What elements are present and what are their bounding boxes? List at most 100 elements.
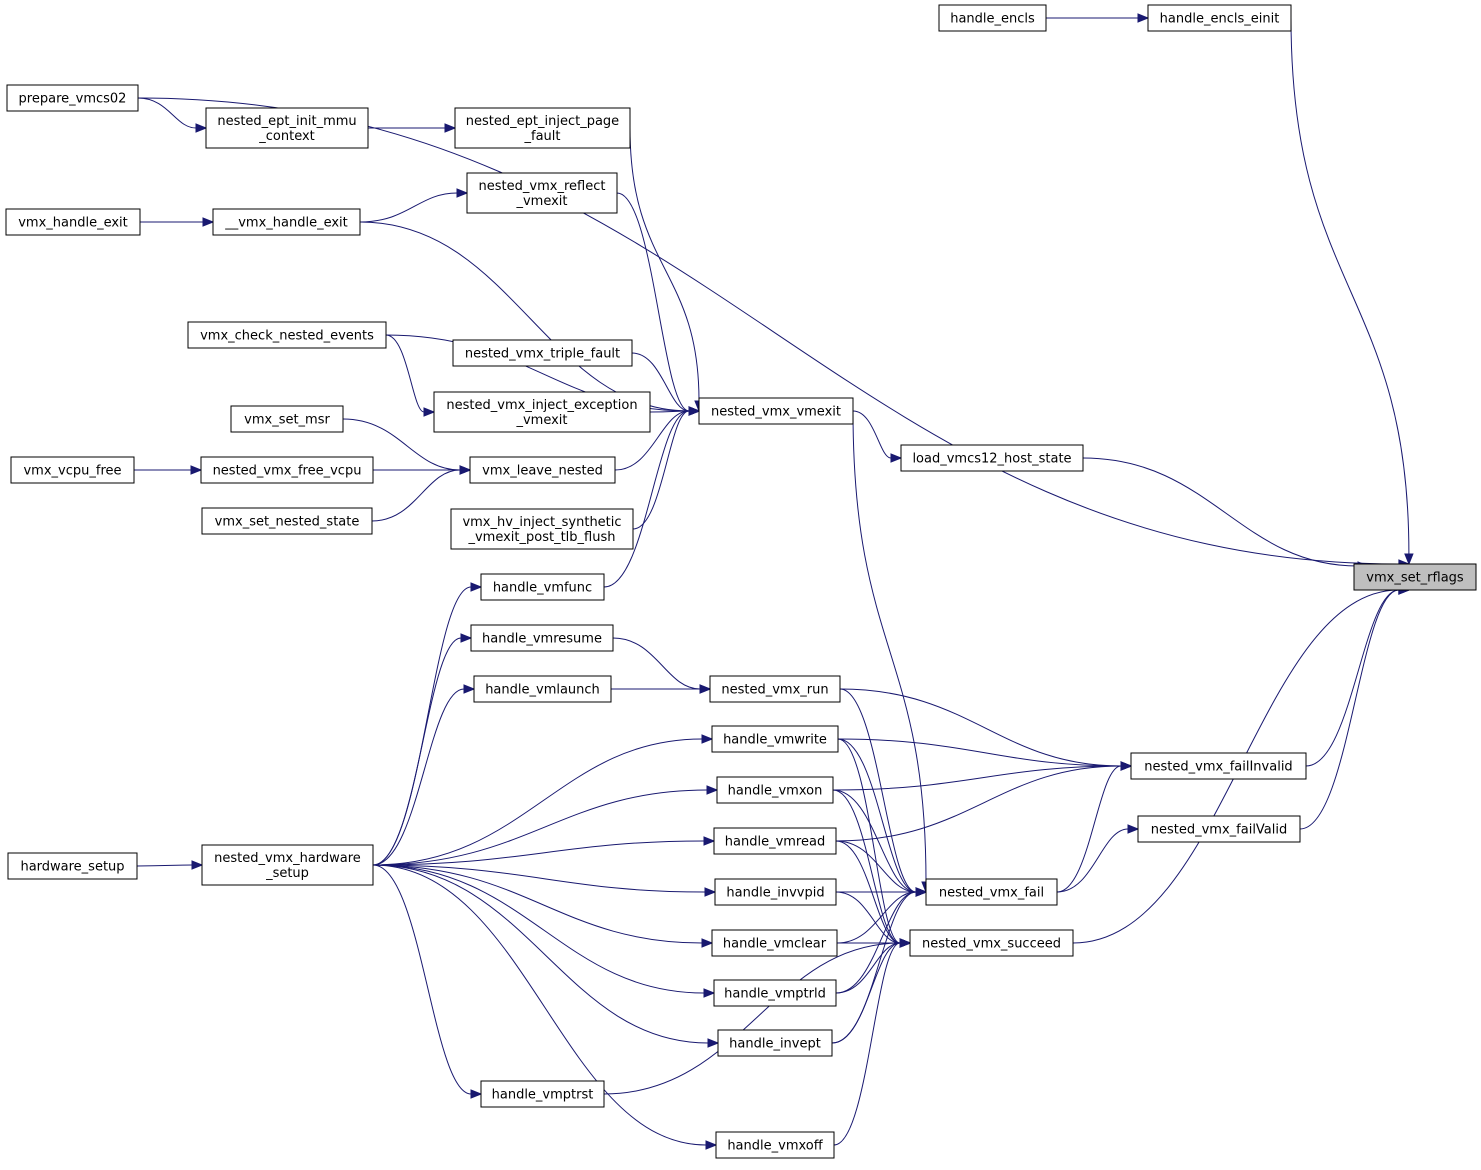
node-nested-vmx-inject-exception-vmexit[interactable]: nested_vmx_inject_exception_vmexit [433, 391, 651, 433]
node-label: nested_vmx_run [721, 683, 828, 698]
node-box[interactable] [1137, 815, 1301, 843]
node-label: nested_vmx_failValid [1151, 823, 1288, 838]
node-nested-vmx-vmexit[interactable]: nested_vmx_vmexit [698, 397, 854, 425]
node-label: handle_vmresume [482, 632, 602, 647]
node-box[interactable] [450, 508, 634, 550]
node-box[interactable] [716, 776, 834, 804]
node-nested-vmx-hardware-setup[interactable]: nested_vmx_hardware_setup [201, 844, 374, 886]
node-box[interactable] [1353, 563, 1477, 591]
node-handle-vmptrst[interactable]: handle_vmptrst [480, 1080, 605, 1108]
arrowhead-nested-vmx-fail-to-nested-vmx-failinvalid [1120, 761, 1133, 771]
node-box[interactable] [201, 507, 373, 535]
node-handle-vmread[interactable]: handle_vmread [713, 827, 837, 855]
node-box[interactable] [480, 1080, 605, 1108]
node-handle-vmlaunch[interactable]: handle_vmlaunch [473, 675, 612, 703]
node-handle-vmwrite[interactable]: handle_vmwrite [711, 725, 839, 753]
node-vmx-leave-nested[interactable]: vmx_leave_nested [469, 456, 616, 484]
node-nested-vmx-free-vcpu[interactable]: nested_vmx_free_vcpu [200, 456, 374, 484]
node-nested-vmx-reflect-vmexit[interactable]: nested_vmx_reflect_vmexit [466, 172, 618, 214]
node-box[interactable] [187, 321, 387, 349]
node-box[interactable] [200, 456, 374, 484]
node-vmx-set-rflags[interactable]: vmx_set_rflags [1353, 563, 1477, 591]
node-nested-ept-inject-page-fault[interactable]: nested_ept_inject_page_fault [454, 107, 631, 149]
node-vmx-vcpu-free[interactable]: vmx_vcpu_free [10, 456, 135, 484]
node-hardware-setup[interactable]: hardware_setup [7, 852, 138, 880]
node-load-vmcs12-host-state[interactable]: load_vmcs12_host_state [900, 444, 1084, 472]
node-box[interactable] [469, 456, 616, 484]
node-handle-vmxoff[interactable]: handle_vmxoff [715, 1131, 835, 1159]
node-box[interactable] [466, 172, 618, 214]
node-box[interactable] [201, 844, 374, 886]
node-handle-invvpid[interactable]: handle_invvpid [714, 878, 837, 906]
node-box[interactable] [925, 878, 1058, 906]
node-box[interactable] [709, 675, 841, 703]
node-box[interactable] [714, 878, 837, 906]
node-box[interactable] [1147, 4, 1292, 32]
node-prepare-vmcs02[interactable]: prepare_vmcs02 [6, 84, 139, 112]
node-label: prepare_vmcs02 [19, 92, 127, 107]
node-handle-vmxon[interactable]: handle_vmxon [716, 776, 834, 804]
edge-vmx-leave-nested-to-nested-vmx-vmexit [614, 410, 690, 471]
node-handle-vmclear[interactable]: handle_vmclear [711, 929, 838, 957]
node-handle-vmptrld[interactable]: handle_vmptrld [713, 979, 837, 1007]
node-handle-vmfunc[interactable]: handle_vmfunc [480, 573, 605, 601]
edge-nested-vmx-hardware-setup-to-handle-vmxoff [372, 864, 707, 1146]
node-label: _context [258, 129, 315, 144]
edge-nested-ept-inject-page-fault-to-nested-vmx-vmexit [629, 127, 700, 402]
arrowhead-nested-vmx-hardware-setup-to-handle-invvpid [704, 887, 717, 897]
node-box[interactable] [473, 675, 612, 703]
node-handle-invept[interactable]: handle_invept [717, 1029, 833, 1057]
node-box[interactable] [715, 1131, 835, 1159]
edge-handle-vmfunc-to-nested-vmx-vmexit [603, 410, 690, 588]
node-box[interactable] [205, 107, 369, 149]
node-box[interactable] [713, 979, 837, 1007]
node-box[interactable] [713, 827, 837, 855]
node-box[interactable] [711, 929, 838, 957]
node-nested-ept-init-mmu-context[interactable]: nested_ept_init_mmu_context [205, 107, 369, 149]
node-box[interactable] [711, 725, 839, 753]
node-nested-vmx-fail[interactable]: nested_vmx_fail [925, 878, 1058, 906]
node-box[interactable] [698, 397, 854, 425]
node-box[interactable] [1130, 752, 1307, 780]
node-box[interactable] [938, 4, 1047, 32]
node-box[interactable] [717, 1029, 833, 1057]
edge-nested-vmx-hardware-setup-to-handle-invept [372, 864, 709, 1044]
node-label: nested_vmx_inject_exception [446, 398, 637, 413]
node-box[interactable] [7, 852, 138, 880]
edge-prepare-vmcs02-to-vmx-set-rflags [137, 97, 1399, 565]
node-box[interactable] [433, 391, 651, 433]
node-label: vmx_set_msr [244, 413, 330, 428]
node-box[interactable] [909, 929, 1074, 957]
node-nested-vmx-failinvalid[interactable]: nested_vmx_failInvalid [1130, 752, 1307, 780]
node-nested-vmx-failvalid[interactable]: nested_vmx_failValid [1137, 815, 1301, 843]
node-vmx-check-nested-events[interactable]: vmx_check_nested_events [187, 321, 387, 349]
node-box[interactable] [480, 573, 605, 601]
node-vmx-handle-exit[interactable]: __vmx_handle_exit [212, 208, 361, 236]
arrowhead-vmx-check-nested-events-to-nested-vmx-inject-exception-vmexit [423, 407, 436, 417]
node-box[interactable] [6, 84, 139, 112]
node-handle-vmresume[interactable]: handle_vmresume [470, 624, 614, 652]
node-box[interactable] [212, 208, 361, 236]
node-vmx-set-nested-state[interactable]: vmx_set_nested_state [201, 507, 373, 535]
node-box[interactable] [10, 456, 135, 484]
node-label: handle_invept [729, 1037, 821, 1052]
edge-nested-vmx-hardware-setup-to-handle-vmresume [372, 637, 462, 866]
node-vmx-hv-inject-synthetic-vmexit-post-tlb-flush[interactable]: vmx_hv_inject_synthetic_vmexit_post_tlb_… [450, 508, 634, 550]
node-vmx-handle-exit[interactable]: vmx_handle_exit [5, 208, 141, 236]
node-label: vmx_set_nested_state [215, 515, 360, 530]
node-nested-vmx-triple-fault[interactable]: nested_vmx_triple_fault [452, 339, 633, 367]
node-handle-encls[interactable]: handle_encls [938, 4, 1047, 32]
node-box[interactable] [454, 107, 631, 149]
node-box[interactable] [900, 444, 1084, 472]
edge-handle-vmwrite-to-nested-vmx-failinvalid [837, 738, 1122, 767]
arrowhead-vmx-vcpu-free-to-nested-vmx-free-vcpu [190, 465, 203, 475]
node-vmx-set-msr[interactable]: vmx_set_msr [230, 405, 344, 433]
node-nested-vmx-run[interactable]: nested_vmx_run [709, 675, 841, 703]
node-handle-encls-einit[interactable]: handle_encls_einit [1147, 4, 1292, 32]
node-nested-vmx-succeed[interactable]: nested_vmx_succeed [909, 929, 1074, 957]
node-box[interactable] [452, 339, 633, 367]
node-box[interactable] [470, 624, 614, 652]
node-box[interactable] [5, 208, 141, 236]
node-box[interactable] [230, 405, 344, 433]
node-label: handle_vmlaunch [485, 683, 600, 698]
